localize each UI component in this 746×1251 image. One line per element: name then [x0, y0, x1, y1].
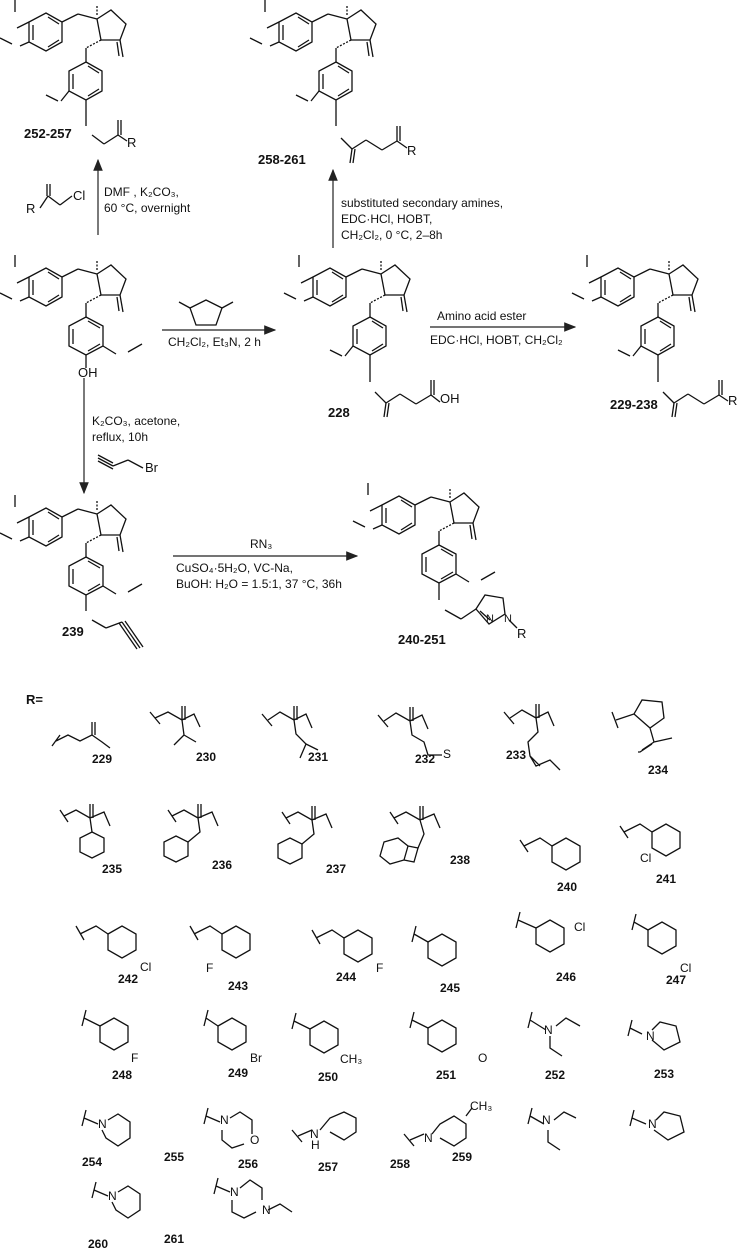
amino-acid-conditions: EDC·HCl, HOBT, CH₂Cl₂ — [430, 333, 563, 347]
r-group-label: 251 — [436, 1068, 457, 1082]
bromo-substituent: Br — [250, 1051, 262, 1065]
nitrogen-atom: N — [262, 1203, 271, 1217]
r-group-label: 246 — [556, 970, 577, 984]
r-group-label: 256 — [238, 1157, 259, 1171]
r-group-label: 252 — [545, 1068, 566, 1082]
r-groups-heading: R= — [26, 692, 43, 707]
r-group-label: 233 — [506, 748, 527, 762]
r-group-label: 235 — [102, 862, 123, 876]
click-reagent: RN₃ — [250, 537, 273, 551]
triazole-n1: N — [504, 613, 512, 625]
morpholine-oxygen: O — [250, 1133, 260, 1147]
r-group-label: 237 — [326, 862, 347, 876]
compound-label-258-261: 258-261 — [258, 152, 306, 167]
acid-oh: OH — [440, 391, 460, 406]
amide-coupling-secondary-amine-conditions: substituted secondary amines, EDC·HCl, H… — [341, 196, 504, 242]
r-group-label: 250 — [318, 1070, 339, 1084]
r-substituent: R — [728, 393, 738, 408]
reagent-cl: Cl — [73, 188, 86, 203]
nitrogen-atom: N — [230, 1185, 239, 1199]
nitrogen-atom: N — [544, 1023, 553, 1037]
r-group-label: 253 — [654, 1067, 675, 1081]
nitrogen-atom: N — [542, 1113, 551, 1127]
r-substituent: R — [127, 135, 137, 150]
nitrogen-atom: N — [646, 1029, 655, 1043]
fluoro-substituent: F — [131, 1051, 139, 1065]
r-group-label: 247 — [666, 973, 687, 987]
methyl-substituent: CH₃ — [340, 1052, 363, 1066]
r-group-label: 257 — [318, 1160, 339, 1174]
fluoro-substituent: F — [376, 961, 384, 975]
compound-label-228: 228 — [328, 405, 350, 420]
fluoro-substituent: F — [206, 961, 214, 975]
r-group-label: 236 — [212, 858, 233, 872]
r-group-label: 261 — [164, 1232, 185, 1246]
methoxy-oxygen: O — [478, 1051, 488, 1065]
r-group-label: 229 — [92, 752, 113, 766]
r-substituent: R — [407, 143, 417, 158]
sulfur-atom: S — [443, 747, 452, 761]
compound-label-229-238: 229-238 — [610, 397, 658, 412]
compound-label-252-257: 252-257 — [24, 126, 72, 141]
r-group-label: 259 — [452, 1150, 473, 1164]
amine-hydrogen: H — [311, 1138, 320, 1152]
nitrogen-atom: N — [98, 1117, 107, 1131]
r-group-label: 230 — [196, 750, 217, 764]
chloro-substituent: Cl — [574, 920, 586, 934]
alkylation-conditions: DMF , K₂CO₃, 60 °C, overnight — [104, 185, 191, 215]
r-group-label: 258 — [390, 1157, 411, 1171]
triazole-n3: N — [486, 613, 494, 625]
reagent-r: R — [26, 201, 36, 216]
r-group-bonds — [51, 699, 685, 1219]
propargylation-conditions: K₂CO₃, acetone, reflux, 10h — [92, 414, 181, 444]
nitrogen-atom: N — [648, 1117, 657, 1131]
r-group-label: 260 — [88, 1237, 109, 1251]
r-group-label: 234 — [648, 763, 669, 777]
chloro-substituent: Cl — [640, 851, 652, 865]
click-conditions: CuSO₄·5H₂O, VC-Na, BuOH: H₂O = 1.5:1, 37… — [176, 561, 342, 591]
r-group-label: 254 — [82, 1155, 103, 1169]
r-group-label: 242 — [118, 972, 139, 986]
reagent-br: Br — [145, 460, 158, 475]
methyl-substituent: CH₃ — [470, 1099, 493, 1113]
r-group-label: 232 — [415, 752, 436, 766]
compound-label-239: 239 — [62, 624, 84, 639]
nitrogen-atom: N — [220, 1113, 229, 1127]
r-group-label: 244 — [336, 970, 357, 984]
r-group-label: 243 — [228, 979, 249, 993]
chloro-substituent: Cl — [680, 961, 692, 975]
r-group-label: 238 — [450, 853, 471, 867]
amino-acid-reagent: Amino acid ester — [437, 309, 527, 323]
nitrogen-atom: N — [424, 1131, 433, 1145]
nitrogen-atom: N — [108, 1189, 117, 1203]
nitrogen-atom: N — [310, 1127, 319, 1141]
r-group-label: 245 — [440, 981, 461, 995]
r-substituent: R — [517, 626, 527, 641]
r-group-label: 241 — [656, 872, 677, 886]
r-group-label: 231 — [308, 750, 329, 764]
chloro-substituent: Cl — [140, 960, 152, 974]
r-group-label: 240 — [557, 880, 578, 894]
r-group-label: 248 — [112, 1068, 133, 1082]
r-group-label: 255 — [164, 1150, 185, 1164]
succinylation-conditions: CH₂Cl₂, Et₃N, 2 h — [168, 335, 261, 349]
phenol-oh: OH — [78, 365, 98, 380]
r-group-label: 249 — [228, 1066, 249, 1080]
compound-label-240-251: 240-251 — [398, 632, 446, 647]
